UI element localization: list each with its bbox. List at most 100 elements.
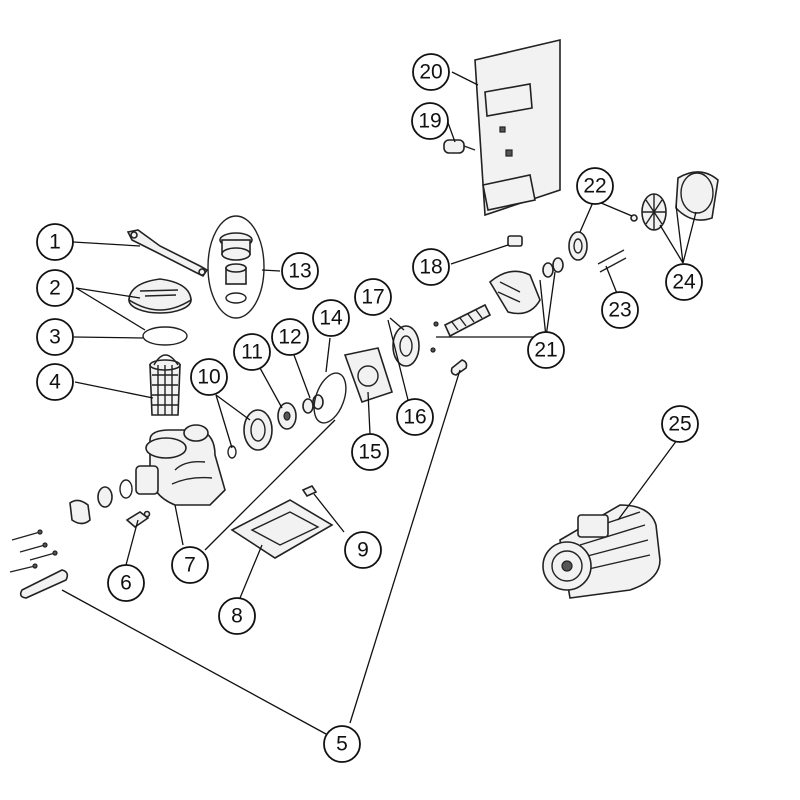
svg-text:17: 17 <box>361 286 384 309</box>
diffuser-part <box>227 409 273 459</box>
callout-19[interactable]: 19 <box>411 102 449 140</box>
leader-1 <box>72 241 141 247</box>
callout-12[interactable]: 12 <box>271 318 309 356</box>
svg-text:20: 20 <box>419 61 442 84</box>
callout-14[interactable]: 14 <box>312 299 350 337</box>
leader-5b <box>349 369 461 724</box>
leader-10a <box>215 394 233 449</box>
callout-25[interactable]: 25 <box>661 405 699 443</box>
svg-text:16: 16 <box>403 406 426 429</box>
pump-body-part <box>135 424 226 506</box>
callouts: 1 2 3 4 5 6 7 8 9 10 11 12 13 14 15 16 1… <box>36 53 703 763</box>
callout-1[interactable]: 1 <box>36 223 74 261</box>
svg-text:22: 22 <box>583 175 606 198</box>
svg-text:7: 7 <box>184 554 196 577</box>
fan-and-fan-cover-part <box>641 171 719 231</box>
handle-bar-part <box>126 229 209 278</box>
svg-text:24: 24 <box>672 271 696 294</box>
callout-15[interactable]: 15 <box>351 433 389 471</box>
svg-text:2: 2 <box>49 277 61 300</box>
svg-text:3: 3 <box>49 326 61 349</box>
leader-15 <box>367 391 371 435</box>
leader-6 <box>125 519 139 566</box>
callout-11[interactable]: 11 <box>233 333 271 371</box>
union-parts-front <box>69 479 133 525</box>
svg-text:4: 4 <box>49 371 61 394</box>
callout-23[interactable]: 23 <box>601 291 639 329</box>
svg-text:18: 18 <box>419 256 442 279</box>
seal-plate-part <box>343 347 394 404</box>
callout-13[interactable]: 13 <box>281 252 319 290</box>
mounting-plates-and-screws-part <box>9 359 468 599</box>
callout-17[interactable]: 17 <box>354 278 392 316</box>
leader-7a <box>174 504 184 546</box>
callout-16[interactable]: 16 <box>396 398 434 436</box>
impeller-part <box>277 402 297 430</box>
leader-24c <box>682 211 697 264</box>
svg-text:10: 10 <box>197 366 220 389</box>
leader-8 <box>239 544 263 599</box>
callout-21[interactable]: 21 <box>527 331 565 369</box>
svg-text:19: 19 <box>418 110 441 133</box>
svg-text:8: 8 <box>231 605 243 628</box>
rear-cover-part <box>568 214 638 261</box>
svg-text:12: 12 <box>278 326 301 349</box>
leader-7b <box>204 419 336 551</box>
callout-22[interactable]: 22 <box>576 167 614 205</box>
control-box-part <box>474 38 561 217</box>
capacitor-part <box>443 139 476 154</box>
svg-text:15: 15 <box>358 441 381 464</box>
callout-4[interactable]: 4 <box>36 363 74 401</box>
leader-14 <box>325 337 331 373</box>
leader-13 <box>261 269 281 272</box>
svg-text:21: 21 <box>534 339 557 362</box>
callout-20[interactable]: 20 <box>412 53 450 91</box>
motor-internals-part <box>443 257 564 338</box>
leader-11 <box>259 367 283 409</box>
svg-text:9: 9 <box>357 539 369 562</box>
callout-5[interactable]: 5 <box>323 725 361 763</box>
callout-3[interactable]: 3 <box>36 318 74 356</box>
leader-21a <box>539 279 547 338</box>
motor-flange-part <box>392 321 439 367</box>
leader-lines <box>61 71 697 735</box>
svg-text:1: 1 <box>49 231 61 254</box>
svg-text:6: 6 <box>120 572 132 595</box>
callout-18[interactable]: 18 <box>412 248 450 286</box>
leader-21b <box>545 271 556 338</box>
lid-o-ring-part <box>142 326 188 346</box>
callout-7[interactable]: 7 <box>171 546 209 584</box>
tie-rods-part <box>597 249 627 273</box>
leader-2a <box>75 287 141 299</box>
leader-16 <box>387 319 409 401</box>
callout-2[interactable]: 2 <box>36 269 74 307</box>
svg-text:14: 14 <box>319 307 343 330</box>
callout-8[interactable]: 8 <box>218 597 256 635</box>
leader-23 <box>605 265 619 297</box>
leader-25 <box>617 439 678 521</box>
svg-text:25: 25 <box>668 413 691 436</box>
leader-20 <box>451 71 479 86</box>
complete-motor-part <box>542 504 661 599</box>
callout-6[interactable]: 6 <box>107 564 145 602</box>
seal-plate-o-ring-part <box>313 372 347 424</box>
leader-24a <box>659 224 684 264</box>
base-clip-part <box>301 484 318 498</box>
leader-5a <box>61 589 327 735</box>
callout-10[interactable]: 10 <box>190 358 228 396</box>
leader-2b <box>75 287 146 331</box>
leader-17 <box>389 317 405 331</box>
callout-9[interactable]: 9 <box>344 531 382 569</box>
strainer-basket-part <box>149 354 181 416</box>
svg-text:5: 5 <box>336 733 348 756</box>
svg-text:23: 23 <box>608 299 631 322</box>
lid-part <box>128 278 192 314</box>
svg-text:11: 11 <box>241 341 263 364</box>
leader-12 <box>293 354 311 399</box>
leader-9 <box>313 493 345 533</box>
leader-24b <box>675 204 684 264</box>
leader-4 <box>74 381 154 399</box>
leader-18 <box>450 244 509 265</box>
callout-24[interactable]: 24 <box>665 263 703 301</box>
